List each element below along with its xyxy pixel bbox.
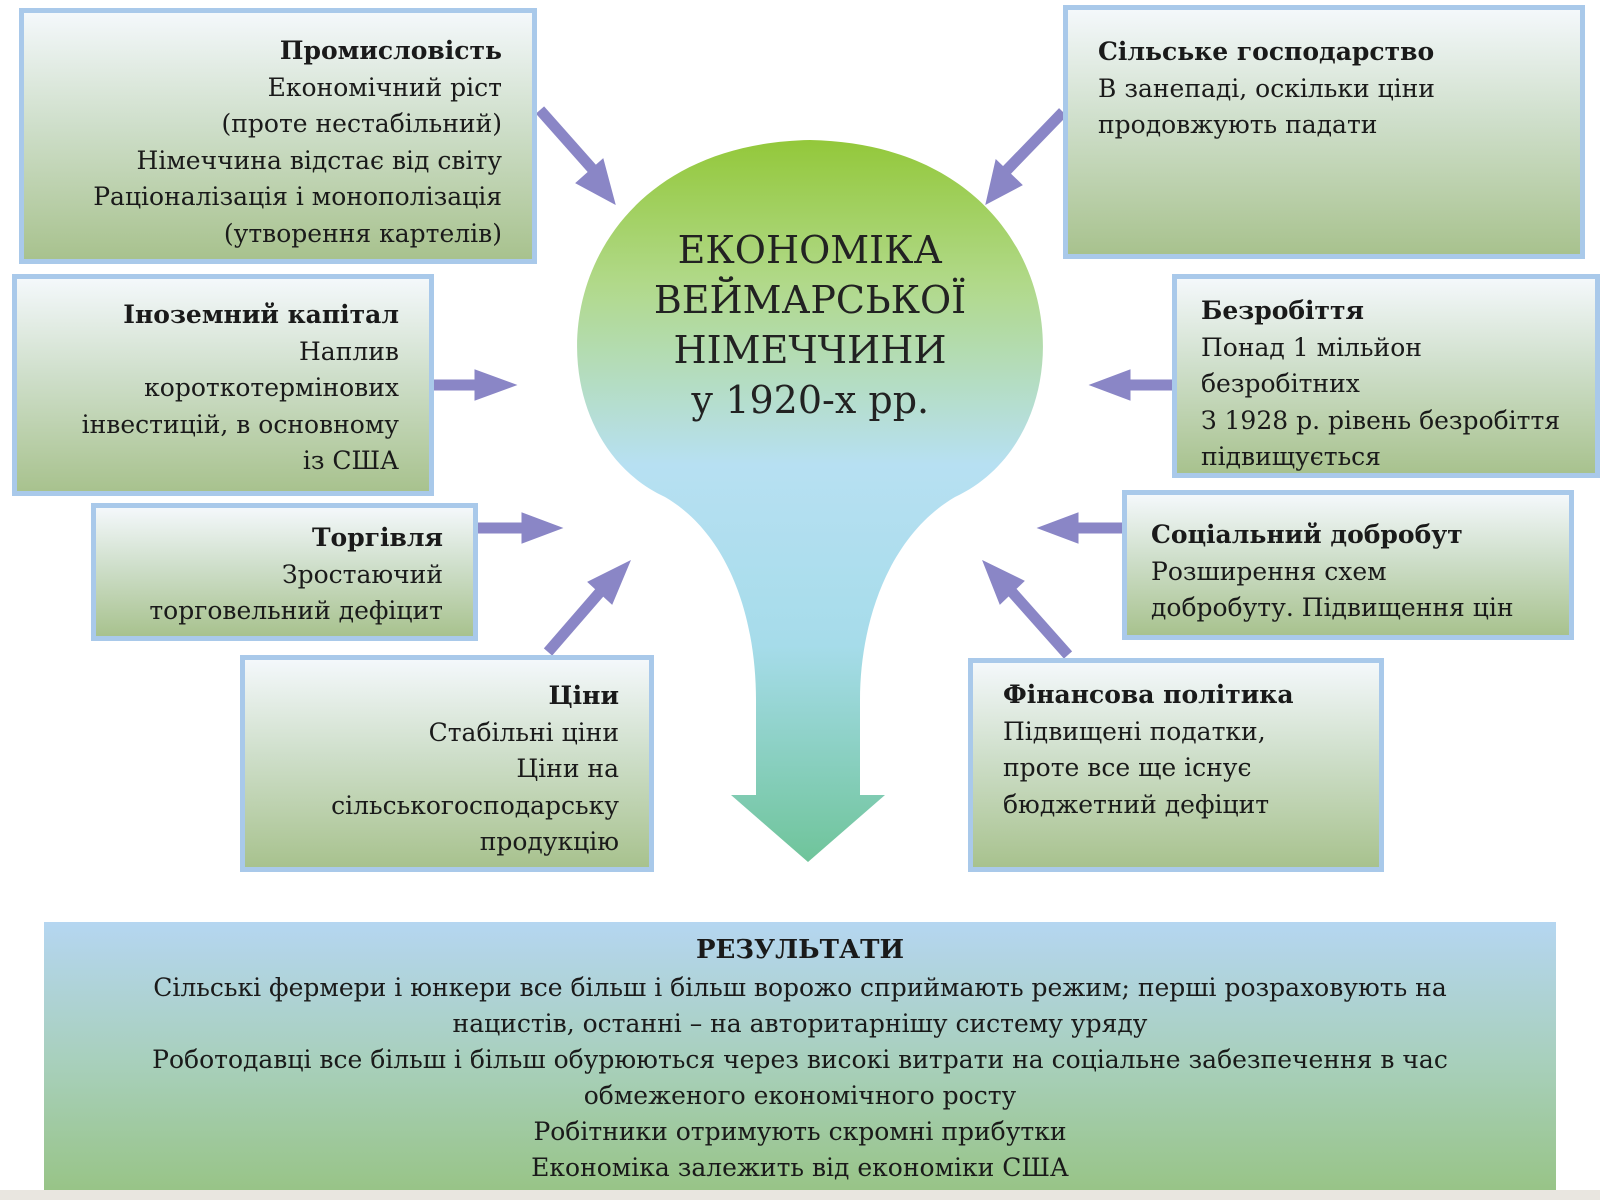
title-line-1: ЕКОНОМІКА (677, 228, 943, 272)
title-line-3: НІМЕЧЧИНИ (673, 328, 947, 372)
results-panel: РЕЗУЛЬТАТИ Сільські фермери і юнкери все… (44, 922, 1556, 1190)
box-unemployment: Безробіття Понад 1 мільйон безробітних З… (1172, 274, 1600, 478)
results-line: нацистів, останні – на авторитарнішу сис… (452, 1009, 1148, 1038)
box-line: бюджетний дефіцит (1003, 789, 1270, 819)
arrow-industry (535, 106, 616, 205)
box-line: Підвищені податки, (1003, 716, 1266, 746)
box-line: торговельний дефіцит (149, 596, 443, 625)
box-line: З 1928 р. рівень безробіття (1201, 405, 1561, 435)
title-line-2: ВЕЙМАРСЬКОЇ (653, 278, 967, 322)
box-line: продукцію (479, 827, 619, 856)
box-line: короткотермінових (144, 373, 399, 402)
box-title: Торгівля (311, 523, 443, 552)
box-line: Зростаючий (282, 559, 443, 589)
bottom-strip (0, 1190, 1600, 1200)
box-line: інвестицій, в основному (81, 409, 399, 439)
results-line: Економіка залежить від економіки США (531, 1153, 1069, 1182)
box-line: Понад 1 мільйон (1201, 332, 1422, 362)
box-title: Ціни (548, 681, 620, 710)
title-line-4: у 1920-х рр. (690, 378, 930, 422)
box-line: підвищується (1201, 442, 1381, 471)
arrow-welfare (1036, 512, 1122, 544)
box-prices: Ціни Стабільні ціни Ціни на сільськогосп… (240, 655, 654, 872)
box-line: Ціни на (516, 754, 619, 783)
arrow-trade (478, 512, 564, 544)
box-title: Соціальний добробут (1151, 520, 1463, 549)
box-line: (утворення картелів) (223, 218, 502, 248)
box-line: сільськогосподарську (331, 790, 619, 820)
arrow-finance (982, 559, 1073, 659)
results-line: Роботодавці все більш і більш обурюються… (152, 1045, 1448, 1074)
box-line: проте все ще існує (1003, 753, 1252, 782)
box-agriculture: Сільське господарство В занепаді, оскіль… (1063, 5, 1585, 259)
box-title: Іноземний капітал (123, 300, 399, 329)
box-line: Наплив (299, 336, 399, 366)
box-trade: Торгівля Зростаючий торговельний дефіцит (91, 503, 478, 641)
box-line: із США (302, 446, 399, 475)
box-title: Безробіття (1201, 296, 1365, 325)
arrow-agriculture (985, 108, 1067, 205)
results-title: РЕЗУЛЬТАТИ (695, 935, 905, 965)
arrow-unemployment (1088, 369, 1172, 401)
box-foreign-capital: Іноземний капітал Наплив короткотермінов… (12, 274, 434, 496)
box-line: продовжують падати (1098, 110, 1378, 139)
box-line: Економічний ріст (267, 72, 502, 102)
box-line: (проте нестабільний) (221, 109, 502, 138)
box-line: добробуту. Підвищення цін (1151, 593, 1514, 622)
box-industry: Промисловість Економічний ріст (проте не… (19, 8, 537, 264)
diagram-title: ЕКОНОМІКА ВЕЙМАРСЬКОЇ НІМЕЧЧИНИ у 1920-х… (600, 225, 1020, 425)
box-title: Сільське господарство (1098, 37, 1435, 66)
box-line: Розширення схем (1151, 556, 1387, 586)
box-welfare: Соціальний добробут Розширення схем добр… (1122, 490, 1574, 640)
box-title: Промисловість (279, 36, 502, 65)
box-line: Раціоналізація і монополізація (93, 182, 502, 211)
arrow-foreign-capital (432, 369, 518, 401)
bulb-shape (577, 140, 1043, 862)
box-line: Німеччина відстає від світу (136, 145, 502, 175)
results-line: Сільські фермери і юнкери все більш і бі… (153, 973, 1447, 1002)
box-title: Фінансова політика (1003, 680, 1294, 709)
box-line: Стабільні ціни (428, 717, 619, 747)
results-line: Робітники отримують скромні прибутки (533, 1117, 1067, 1146)
box-line: безробітних (1201, 369, 1360, 398)
arrow-prices (543, 559, 631, 656)
results-line: обмеженого економічного росту (583, 1081, 1017, 1110)
box-finance: Фінансова політика Підвищені податки, пр… (968, 658, 1384, 872)
box-line: В занепаді, оскільки ціни (1098, 73, 1435, 103)
